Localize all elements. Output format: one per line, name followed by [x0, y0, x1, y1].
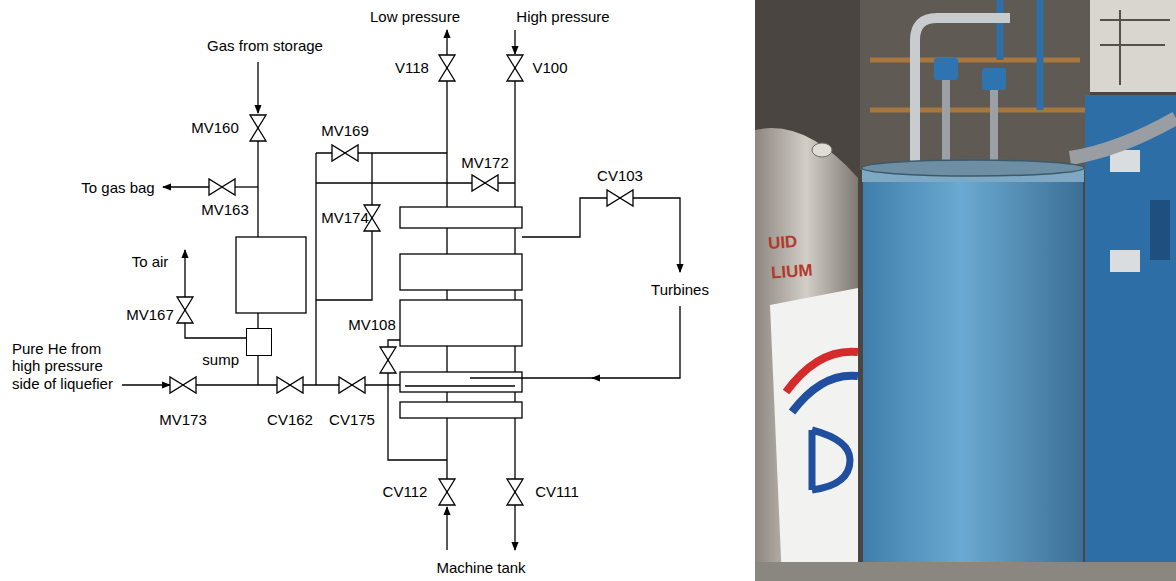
- exchanger-line: [405, 385, 515, 386]
- inlet-arrow: [122, 384, 170, 385]
- flow-note: Gas from storage: [207, 37, 323, 54]
- heat-exchanger: [400, 300, 522, 346]
- valve-tag: MV163: [201, 201, 249, 218]
- panel-detail: [1150, 200, 1170, 260]
- valve-symbol: [507, 479, 523, 505]
- photo-lettering: UID: [768, 232, 799, 254]
- valve-tag: MV108: [348, 316, 396, 333]
- pipe: [257, 141, 258, 237]
- valve-symbol: [339, 377, 365, 393]
- supply-arrow: [257, 62, 258, 113]
- pipe: [235, 186, 258, 187]
- flow-note: Turbines: [651, 281, 709, 298]
- valve-tag: V118: [395, 59, 429, 76]
- flexible-hose: [1070, 118, 1176, 158]
- copper-pipe: [870, 60, 1085, 110]
- valve-tag: MV174: [321, 209, 369, 226]
- heat-exchanger: [400, 207, 522, 228]
- flow-note: To air: [132, 253, 169, 270]
- control-panel: [1085, 95, 1176, 581]
- cryostat-vessel: [863, 178, 1083, 581]
- storage-dewar: [755, 128, 858, 581]
- logo-letter: [812, 430, 850, 490]
- pipe: [185, 323, 246, 338]
- heat-exchanger: [400, 402, 522, 418]
- inlet-arrow: [514, 30, 515, 54]
- flow-note: Pure He from high pressure side of lique…: [12, 340, 133, 392]
- floor: [755, 562, 1176, 581]
- valve-symbol: [380, 347, 396, 373]
- valve-symbol: [472, 175, 498, 191]
- valve-stem: [942, 78, 950, 168]
- panel-meter: [1110, 250, 1140, 272]
- flow-note: To gas bag: [81, 179, 154, 196]
- valve-symbol: [250, 115, 266, 141]
- valve-tag: CV103: [597, 167, 643, 184]
- valve-tag: CV175: [329, 411, 375, 428]
- valve-actuator: [934, 58, 958, 80]
- lab-wall: [1090, 0, 1176, 92]
- valve-symbol: [439, 479, 455, 505]
- lab-equipment: [860, 0, 1090, 170]
- photo-lettering: LIUM: [771, 261, 814, 283]
- photo-illustration: [755, 0, 1176, 581]
- transfer-line: [915, 18, 1010, 172]
- valve-tag: CV162: [267, 411, 313, 428]
- valve-symbol: [170, 377, 196, 393]
- valve-tag: CV111: [535, 483, 579, 500]
- flow-note: Machine tank: [436, 559, 525, 576]
- flow-note: Low pressure: [370, 8, 460, 25]
- purifier-vessel: [236, 237, 306, 313]
- valve-symbol: [177, 297, 193, 323]
- flow-note: High pressure: [516, 8, 609, 25]
- outlet-arrow: [514, 505, 515, 550]
- turbine-return-arrow: [592, 306, 680, 378]
- wall-wiring: [1100, 10, 1170, 85]
- valve-tag: MV167: [126, 306, 174, 323]
- vent-arrow: [163, 186, 209, 187]
- heat-exchanger: [400, 254, 522, 290]
- dewar-handle: [812, 143, 832, 157]
- valve-stem: [990, 88, 998, 168]
- pipe: [257, 313, 258, 328]
- pipe-network: [122, 30, 680, 550]
- turbine-arrow: [633, 198, 680, 272]
- dewar-label: [770, 288, 858, 581]
- pipe: [522, 198, 607, 237]
- outlet-arrow: [446, 30, 447, 55]
- valve-tag: MV173: [159, 411, 207, 428]
- valve-tag: V100: [532, 59, 567, 76]
- valve-actuator: [982, 68, 1006, 90]
- valve-symbol: [209, 179, 235, 195]
- photo-background: [755, 0, 1176, 581]
- valve-symbol: [607, 190, 633, 206]
- valve-symbol: [507, 55, 523, 81]
- pipe: [388, 340, 400, 347]
- valve-tag: MV160: [191, 119, 239, 136]
- valve-symbol: [332, 145, 358, 161]
- node-label: sump: [202, 351, 239, 368]
- sump-vessel: sump: [246, 328, 272, 356]
- heat-exchanger-column: [388, 207, 680, 418]
- pipe: [257, 356, 258, 385]
- pipe: [316, 153, 372, 300]
- vent-arrow: [184, 250, 185, 297]
- pipe: [470, 377, 594, 378]
- valve-symbol: [439, 55, 455, 81]
- cryostat-lid: [862, 160, 1084, 176]
- heat-exchanger: [400, 372, 522, 392]
- valve-tag: CV112: [383, 483, 428, 500]
- valve-tag: MV169: [321, 122, 369, 139]
- valves: [170, 55, 633, 505]
- valve-symbol: [277, 377, 303, 393]
- return-arrow: [446, 507, 447, 550]
- logo-arc: [792, 376, 858, 412]
- valve-tag: MV172: [461, 154, 509, 171]
- pipe: [315, 153, 316, 385]
